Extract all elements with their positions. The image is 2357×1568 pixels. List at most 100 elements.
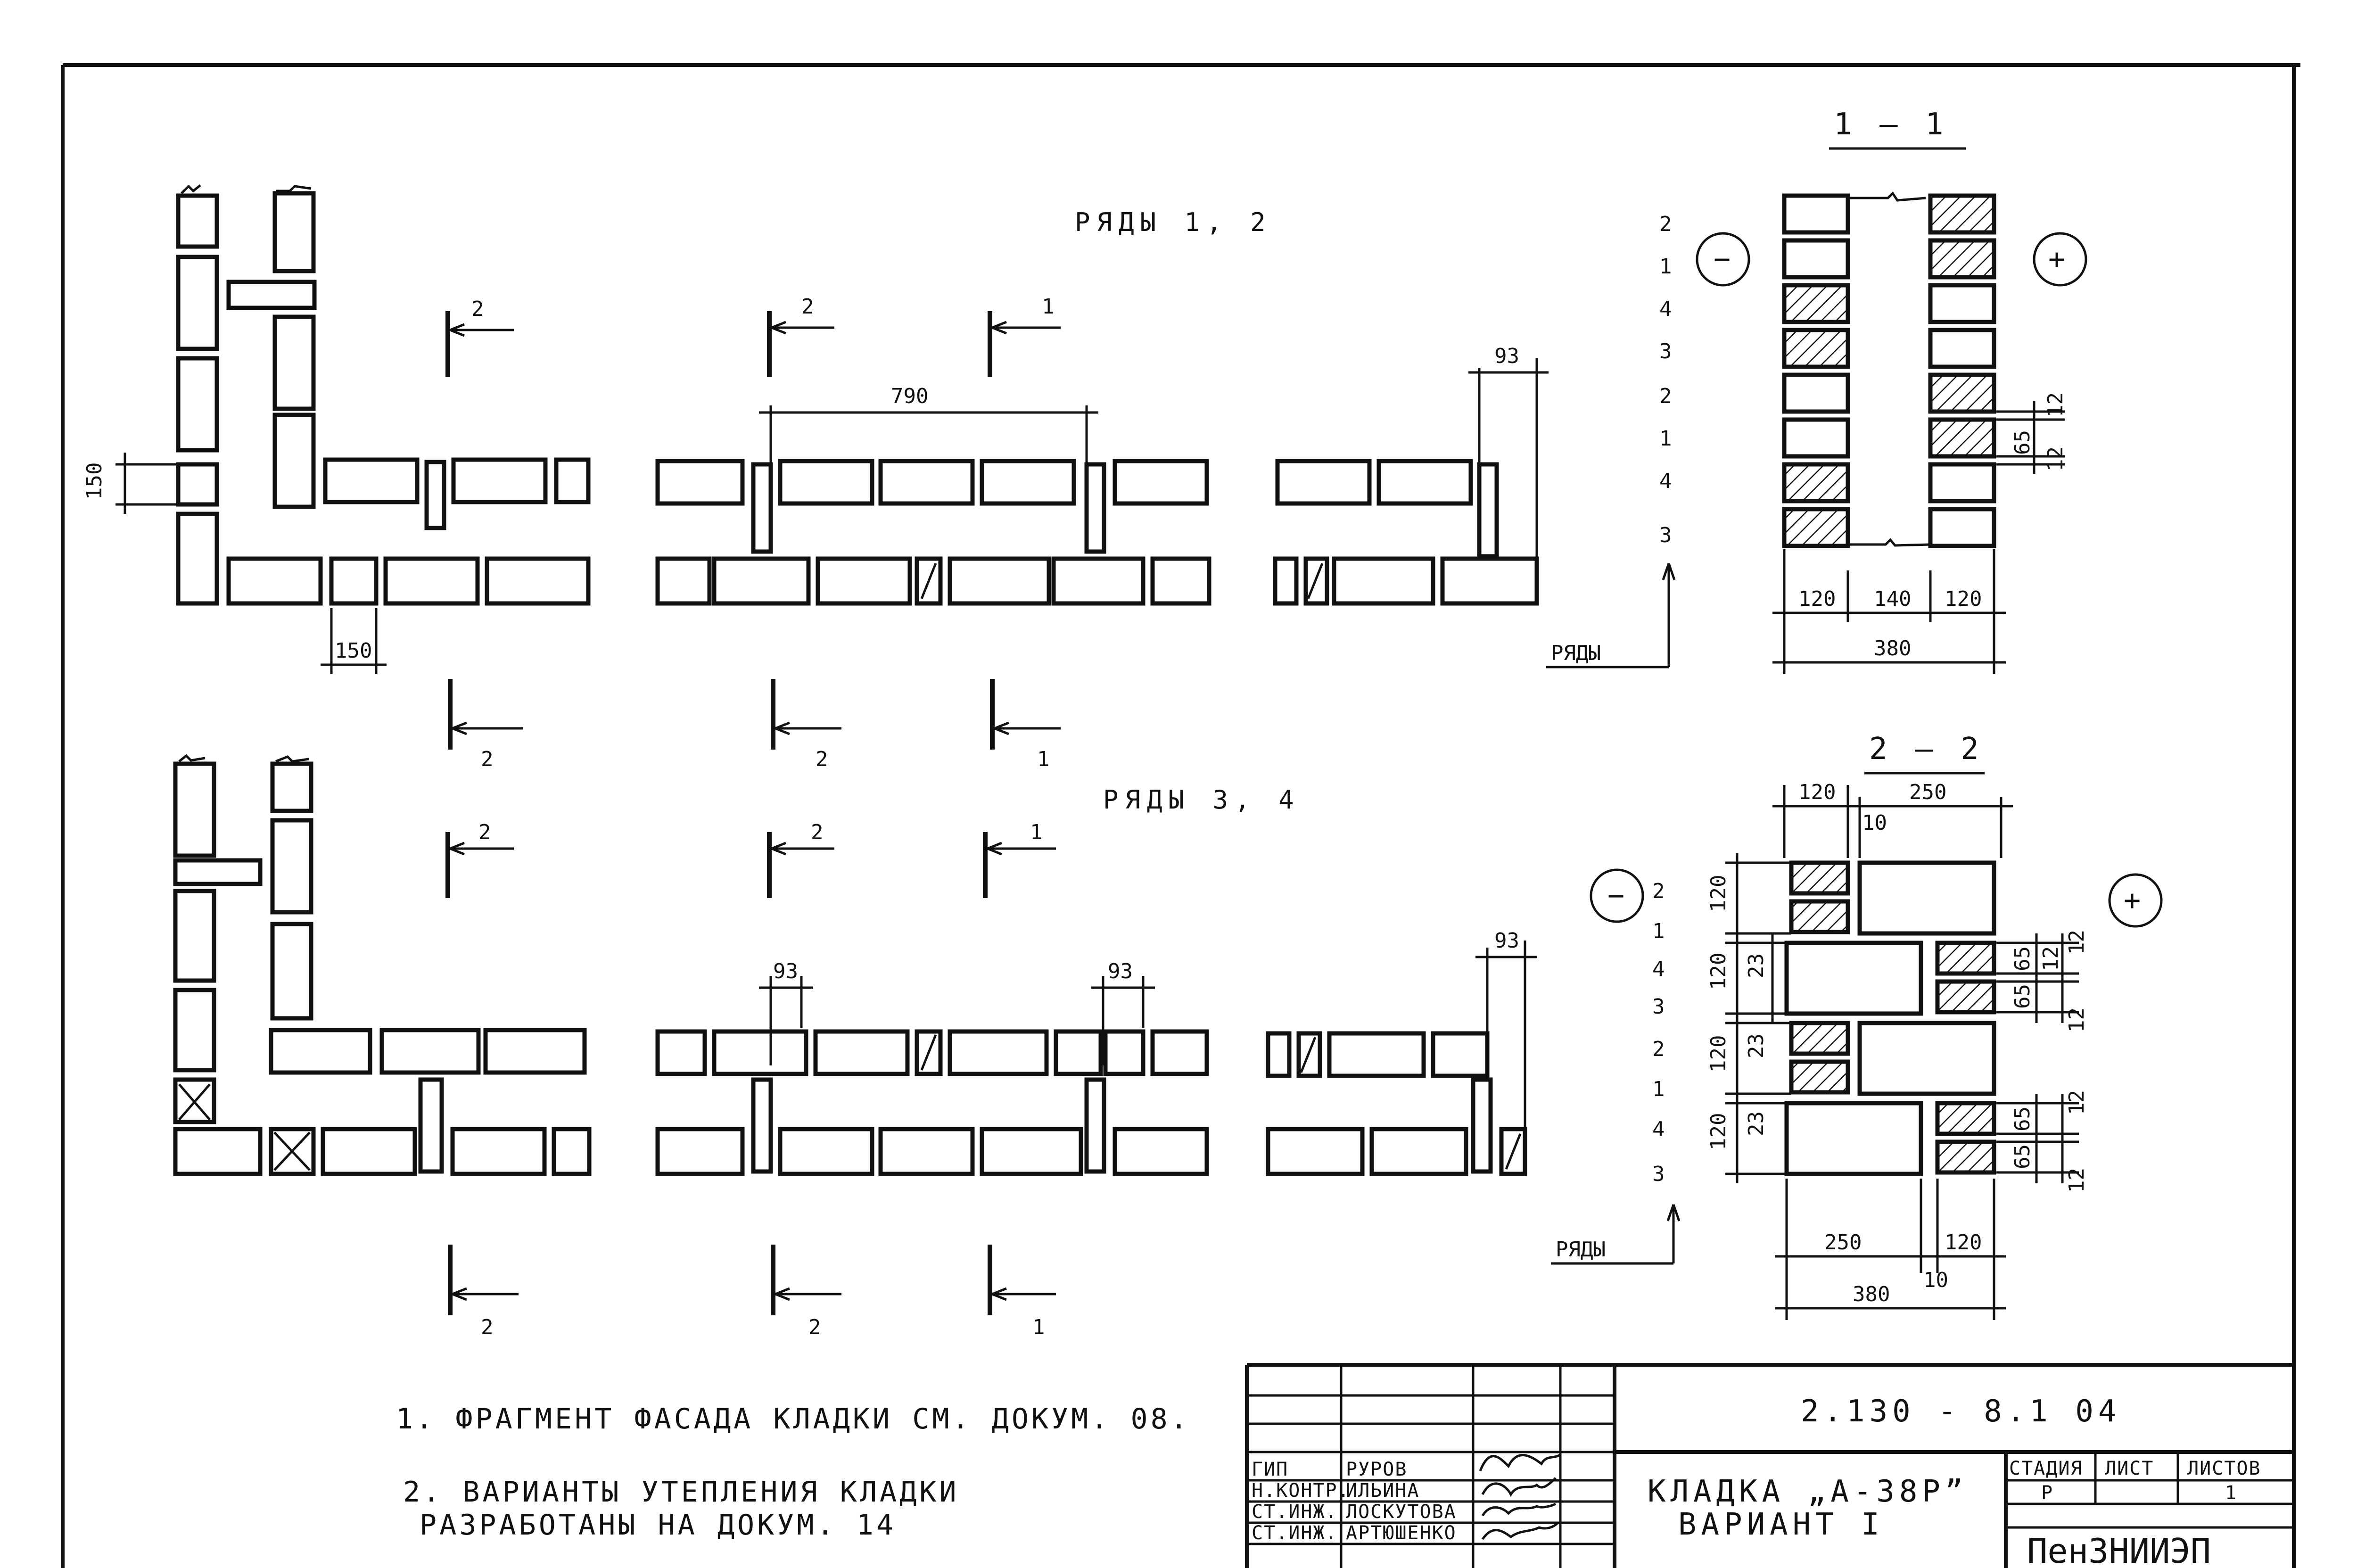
- svg-text:4: 4: [1659, 297, 1672, 321]
- svg-text:380: 380: [1853, 1282, 1890, 1306]
- svg-text:120: 120: [1706, 1035, 1731, 1073]
- svg-text:23: 23: [1744, 1111, 1768, 1136]
- svg-text:23: 23: [1744, 953, 1768, 978]
- sheet-frame: [61, 63, 2300, 1568]
- svg-text:65: 65: [2011, 1144, 2035, 1169]
- svg-text:120: 120: [1798, 587, 1836, 611]
- section-marker-2c: 2: [448, 679, 523, 771]
- svg-text:120: 120: [1706, 953, 1731, 990]
- section-1-1-title: 1 — 1: [1834, 107, 1948, 142]
- rows-3-4-label: РЯДЫ 3, 4: [1103, 785, 1301, 815]
- section-marker-2h: 2: [771, 1245, 841, 1339]
- svg-text:250: 250: [1824, 1230, 1862, 1254]
- drawing-title-line-1: КЛАДКА „А-38Р”: [1648, 1474, 1968, 1509]
- section-marker-2e: 2: [445, 820, 514, 898]
- svg-text:СТ.ИНЖ.: СТ.ИНЖ.: [1252, 1522, 1338, 1544]
- svg-text:140: 140: [1874, 587, 1911, 611]
- svg-text:10: 10: [1862, 811, 1887, 835]
- svg-text:2: 2: [481, 1315, 494, 1339]
- sheets-value: 1: [2225, 1482, 2237, 1504]
- minus-sign-1: −: [1696, 232, 1750, 287]
- svg-text:+: +: [2124, 884, 2141, 917]
- svg-text:2: 2: [1652, 879, 1665, 903]
- section-1-1: 1 — 1 2 1 4 3 2 1 4 3 − +: [1546, 107, 2087, 674]
- svg-text:1: 1: [1042, 295, 1055, 319]
- svg-text:65: 65: [2011, 984, 2035, 1009]
- svg-text:12: 12: [2039, 946, 2063, 971]
- svg-text:3: 3: [1652, 995, 1665, 1019]
- svg-text:4: 4: [1652, 1117, 1665, 1141]
- svg-text:2: 2: [816, 747, 828, 771]
- dimension-150-vertical: 150: [82, 453, 178, 514]
- section-marker-2d: 2: [771, 679, 841, 771]
- organization: ПенЗНИИЭП: [2027, 1531, 2211, 1568]
- svg-text:150: 150: [82, 462, 107, 500]
- svg-text:250: 250: [1909, 780, 1946, 804]
- signatures: [1479, 1453, 1561, 1540]
- svg-text:4: 4: [1659, 469, 1672, 493]
- notes: 1. ФРАГМЕНТ ФАСАДА КЛАДКИ СМ. ДОКУМ. 08.…: [396, 1403, 1187, 1542]
- dimension-93-rows12: 93: [1468, 344, 1549, 603]
- dimension-65-12: 65 12 12: [1996, 392, 2068, 474]
- svg-text:2: 2: [801, 295, 814, 319]
- section-marker-1b: 1: [990, 679, 1061, 771]
- svg-text:4: 4: [1652, 957, 1665, 981]
- svg-text:2: 2: [808, 1315, 821, 1339]
- section-marker-2b: 2: [767, 295, 834, 377]
- svg-text:2: 2: [811, 820, 824, 844]
- svg-text:2: 2: [481, 747, 494, 771]
- svg-text:23: 23: [1744, 1033, 1768, 1058]
- svg-text:2: 2: [1659, 212, 1672, 236]
- plus-sign-1: +: [2033, 232, 2087, 287]
- svg-text:СТ.ИНЖ.: СТ.ИНЖ.: [1252, 1501, 1338, 1523]
- svg-text:10: 10: [1923, 1268, 1948, 1292]
- svg-text:93: 93: [773, 959, 798, 983]
- svg-text:2: 2: [1652, 1037, 1665, 1061]
- rows-label-1: РЯДЫ: [1551, 641, 1601, 665]
- svg-text:3: 3: [1659, 523, 1672, 547]
- section-marker-2g: 2: [448, 1245, 519, 1339]
- svg-text:65: 65: [2011, 430, 2035, 455]
- svg-text:120: 120: [1706, 1113, 1731, 1150]
- svg-text:1: 1: [1659, 427, 1672, 451]
- svg-text:−: −: [1607, 879, 1624, 912]
- svg-text:120: 120: [1798, 780, 1836, 804]
- sheets-header: ЛИСТОВ: [2187, 1458, 2261, 1479]
- svg-text:12: 12: [2065, 1168, 2089, 1193]
- section-2-2: 2 — 2 120 250 10 2 1 4 3 2 1 4 3 − +: [1551, 732, 2163, 1320]
- svg-text:3: 3: [1659, 339, 1672, 363]
- section-marker-1d: 1: [988, 1245, 1056, 1339]
- dimension-150-horizontal: 150: [321, 608, 387, 674]
- section-marker-1a: 1: [988, 295, 1061, 377]
- svg-text:120: 120: [1945, 1230, 1982, 1254]
- plus-sign-2: +: [2108, 873, 2163, 928]
- rows-1-2-label: РЯДЫ 1, 2: [1075, 207, 1272, 237]
- svg-text:12: 12: [2065, 930, 2089, 955]
- svg-text:РУРОВ: РУРОВ: [1346, 1459, 1407, 1480]
- stage-header: СТАДИЯ: [2009, 1458, 2083, 1479]
- rows-arrow-2: РЯДЫ: [1551, 1204, 1681, 1265]
- svg-text:150: 150: [335, 639, 372, 663]
- section-2-2-bottom-dimensions: 250 120 10 380: [1775, 1179, 2006, 1320]
- section-2-2-title: 2 — 2: [1869, 732, 1984, 767]
- svg-text:АРТЮШЕНКО: АРТЮШЕНКО: [1346, 1522, 1457, 1544]
- plan-rows-1-2: РЯДЫ 1, 2: [82, 184, 1549, 771]
- svg-text:1: 1: [1030, 820, 1043, 844]
- svg-text:Н.КОНТР.: Н.КОНТР.: [1252, 1480, 1350, 1502]
- note-2-line-1: 2. ВАРИАНТЫ УТЕПЛЕНИЯ КЛАДКИ: [403, 1476, 959, 1509]
- svg-text:120: 120: [1945, 587, 1982, 611]
- plan-rows-3-4: РЯДЫ 3, 4: [173, 754, 1537, 1339]
- svg-text:12: 12: [2065, 1007, 2089, 1032]
- svg-text:12: 12: [2044, 392, 2068, 417]
- svg-text:65: 65: [2011, 1106, 2035, 1131]
- svg-text:2: 2: [1659, 384, 1672, 408]
- svg-text:1: 1: [1652, 1077, 1665, 1101]
- section-marker-2a: 2: [445, 297, 514, 377]
- svg-text:120: 120: [1706, 875, 1731, 912]
- section-2-2-left-dimensions: 120 120 120 120 23 23 23: [1706, 853, 1791, 1183]
- section-marker-1c: 1: [983, 820, 1056, 898]
- svg-text:1: 1: [1659, 255, 1672, 279]
- svg-text:380: 380: [1874, 636, 1911, 660]
- section-2-2-top-dimensions: 120 250 10: [1772, 780, 2013, 858]
- drawing-title-line-2: ВАРИАНТ I: [1678, 1507, 1884, 1542]
